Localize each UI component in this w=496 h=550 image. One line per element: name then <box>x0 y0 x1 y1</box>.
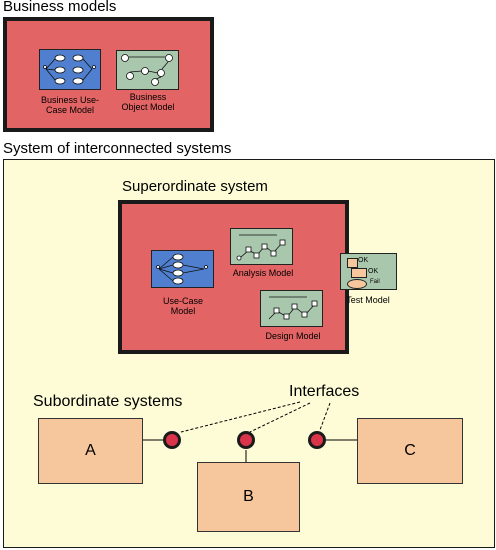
business-object-diagram <box>121 54 173 86</box>
interface-pointer-line-b <box>249 402 311 433</box>
analysis-diagram <box>236 234 286 261</box>
business-use-case-model-label: Business Use- Case Model <box>36 95 104 115</box>
business-object-label-line-1: Business <box>129 92 167 102</box>
subsystem-c-box[interactable]: C <box>357 418 463 484</box>
design-model-label: Design Model <box>265 331 321 341</box>
test-ok-box-1 <box>347 258 358 268</box>
test-model-label: Test Model <box>346 295 390 305</box>
business-use-case-label-line-2: Case Model <box>45 105 95 115</box>
test-fail-ellipse <box>347 279 367 289</box>
business-object-model-label: Business Object Model <box>110 92 186 112</box>
analysis-model-label: Analysis Model <box>232 268 294 278</box>
interface-pointer-line-a <box>180 401 301 433</box>
interface-c-inner <box>311 434 323 446</box>
subordinate-systems-heading: Subordinate systems <box>33 393 183 410</box>
interface-pointer-line-c <box>319 402 331 431</box>
test-ok-label-1: OK <box>358 257 369 264</box>
design-diagram <box>268 296 318 320</box>
business-models-heading: Business models <box>3 0 117 15</box>
interfaces-label: Interfaces <box>289 383 360 400</box>
interface-circles <box>163 431 326 449</box>
superordinate-system-heading: Superordinate system <box>122 178 268 195</box>
test-ok-box-2 <box>351 268 367 278</box>
interface-a-inner <box>166 434 178 446</box>
analysis-model-icon[interactable] <box>230 228 293 265</box>
use-case-diagram <box>156 253 208 285</box>
use-case-label-line-2: Model <box>170 306 196 316</box>
test-fail-label: Fail <box>370 279 380 285</box>
design-model-icon[interactable] <box>260 290 323 327</box>
use-case-label-line-1: Use-Case <box>162 296 203 306</box>
business-object-model-icon[interactable] <box>116 50 179 90</box>
use-case-model-label: Use-Case Model <box>148 296 218 316</box>
subsystem-b-box[interactable]: B <box>197 462 300 532</box>
test-model-icon[interactable]: OK OK Fail <box>340 253 397 290</box>
interface-b-inner <box>240 434 252 446</box>
business-use-case-model-icon[interactable] <box>39 49 101 90</box>
use-case-model-icon[interactable] <box>151 250 214 288</box>
business-use-case-diagram <box>43 54 96 85</box>
test-ok-label-2: OK <box>368 268 379 275</box>
business-use-case-label-line-1: Business Use- <box>40 95 100 105</box>
subsystem-a-box[interactable]: A <box>38 418 143 484</box>
business-object-label-line-2: Object Model <box>121 102 175 112</box>
subsystem-a-label: A <box>85 442 96 459</box>
subsystem-c-label: C <box>404 442 416 459</box>
subsystem-b-label: B <box>243 488 254 505</box>
system-of-systems-heading: System of interconnected systems <box>3 140 232 157</box>
